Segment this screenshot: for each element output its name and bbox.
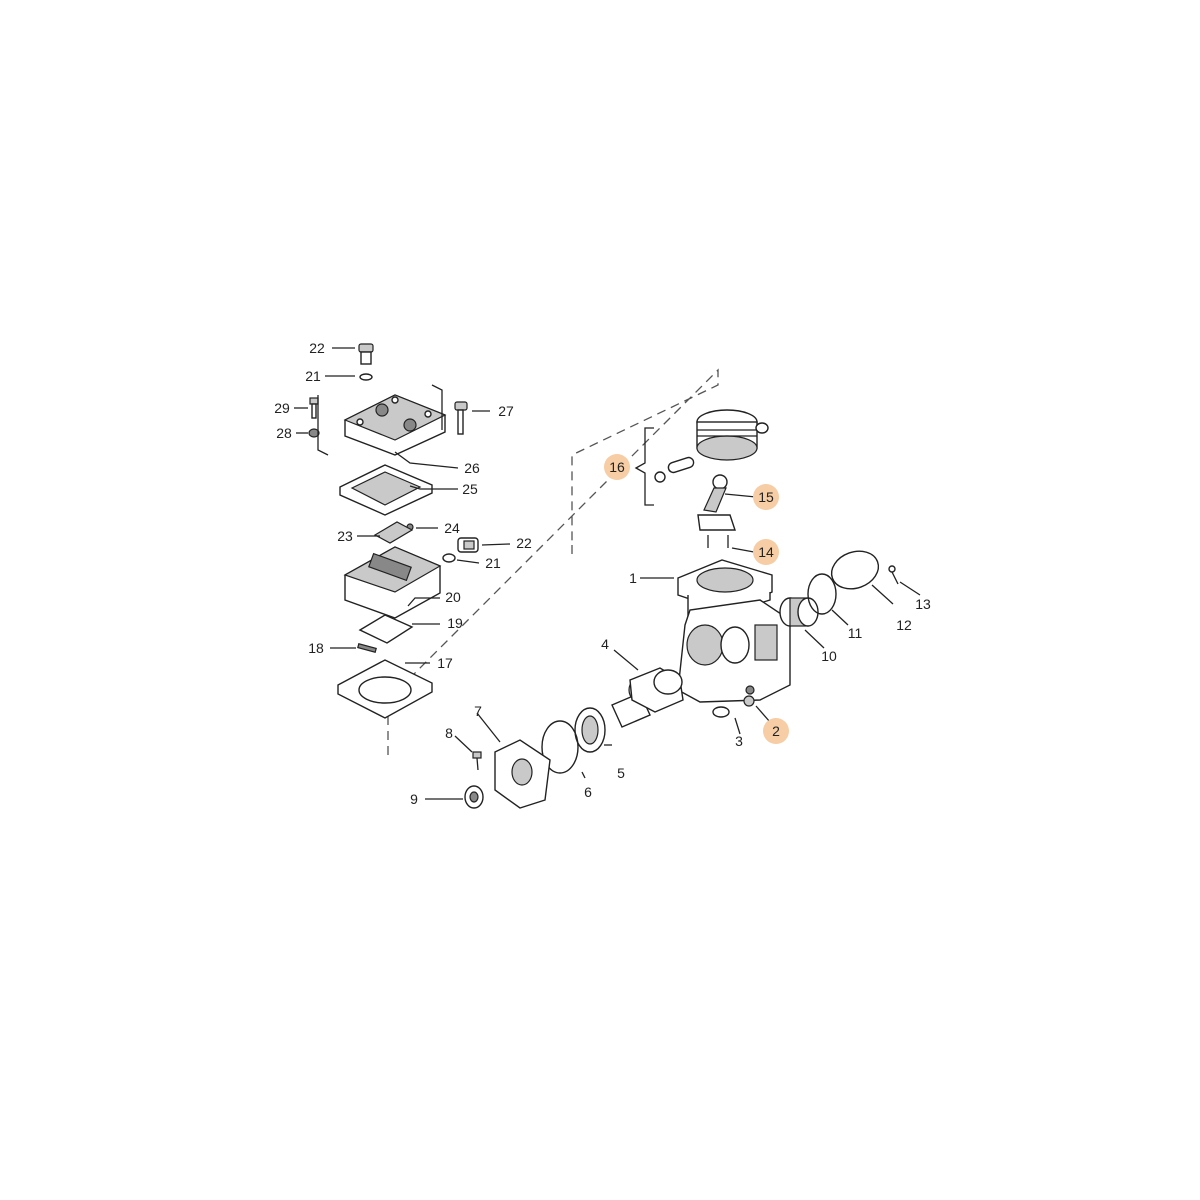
callout-29: 29 xyxy=(274,400,290,416)
part-23-reed-plate xyxy=(373,521,414,544)
part-15-connecting-rod xyxy=(697,474,736,531)
part-20-valve-plate xyxy=(343,546,442,619)
part-16-wrist-pin xyxy=(667,456,695,474)
part-13-screw xyxy=(888,565,899,585)
callout-3: 3 xyxy=(735,733,743,749)
callout-24: 24 xyxy=(444,520,460,536)
part-26-cylinder-head xyxy=(343,394,447,456)
leader-lines xyxy=(294,347,921,800)
callout-28: 28 xyxy=(276,425,292,441)
part-22-fitting-right xyxy=(457,537,479,553)
callout-7: 7 xyxy=(474,703,482,719)
part-2-plug xyxy=(743,695,755,707)
part-21-oring-top xyxy=(359,373,373,381)
part-18-clip xyxy=(357,643,377,653)
part-25-gasket xyxy=(339,464,433,516)
part-22-plug-top xyxy=(358,343,374,365)
callout-6: 6 xyxy=(584,784,592,800)
part-17-gasket xyxy=(337,659,433,719)
callout-26: 26 xyxy=(464,460,480,476)
callout-25: 25 xyxy=(462,481,478,497)
callout-15-highlight xyxy=(753,484,779,510)
part-12-cover xyxy=(830,550,880,590)
callout-9: 9 xyxy=(410,791,418,807)
callout-labels: 22 21 29 28 27 26 25 23 24 22 21 20 19 1… xyxy=(274,340,931,807)
part-19-gasket xyxy=(358,614,414,644)
part-27-bolt xyxy=(454,401,468,435)
callout-5: 5 xyxy=(617,765,625,781)
part-29-bolt xyxy=(309,397,319,419)
callout-16-highlight xyxy=(604,454,630,480)
part-4-crankshaft xyxy=(611,667,684,728)
bracket-16 xyxy=(634,427,654,506)
part-21-oring-right xyxy=(442,553,456,563)
callout-14: 14 xyxy=(758,544,774,560)
callout-21-right: 21 xyxy=(485,555,501,571)
part-5-bearing xyxy=(574,707,606,753)
callout-16: 16 xyxy=(609,459,625,475)
bracket-26-right xyxy=(431,384,443,430)
callout-18: 18 xyxy=(308,640,324,656)
part-16-circlip-b xyxy=(654,471,666,483)
part-1-crankcase xyxy=(677,559,791,703)
part-11-oring xyxy=(807,573,837,615)
part-16-piston xyxy=(696,409,758,461)
part-3-washer xyxy=(712,706,730,718)
callout-17: 17 xyxy=(437,655,453,671)
callout-22-right: 22 xyxy=(516,535,532,551)
callout-4: 4 xyxy=(601,636,609,652)
part-6-oring xyxy=(541,720,579,774)
callout-15: 15 xyxy=(758,489,774,505)
callout-21-top: 21 xyxy=(305,368,321,384)
callout-14-highlight xyxy=(753,539,779,565)
callout-2: 2 xyxy=(772,723,780,739)
callout-2-highlight xyxy=(763,718,789,744)
callout-27: 27 xyxy=(498,403,514,419)
part-16-circlip-a xyxy=(755,422,769,434)
part-28-washer xyxy=(308,428,320,438)
callout-22-top: 22 xyxy=(309,340,325,356)
callout-12: 12 xyxy=(896,617,912,633)
callout-8: 8 xyxy=(445,725,453,741)
callout-23: 23 xyxy=(337,528,353,544)
callout-13: 13 xyxy=(915,596,931,612)
callout-11: 11 xyxy=(848,625,863,641)
callout-19: 19 xyxy=(447,615,463,631)
bracket-26-left xyxy=(317,395,329,456)
callout-1: 1 xyxy=(629,570,637,586)
part-10-bushing xyxy=(779,597,819,627)
callout-10: 10 xyxy=(821,648,837,664)
callout-20: 20 xyxy=(445,589,461,605)
part-8-screw xyxy=(472,751,482,771)
part-14-rod-bolts xyxy=(707,535,729,548)
part-9-seal xyxy=(464,785,484,809)
part-7-end-cover xyxy=(494,739,551,809)
